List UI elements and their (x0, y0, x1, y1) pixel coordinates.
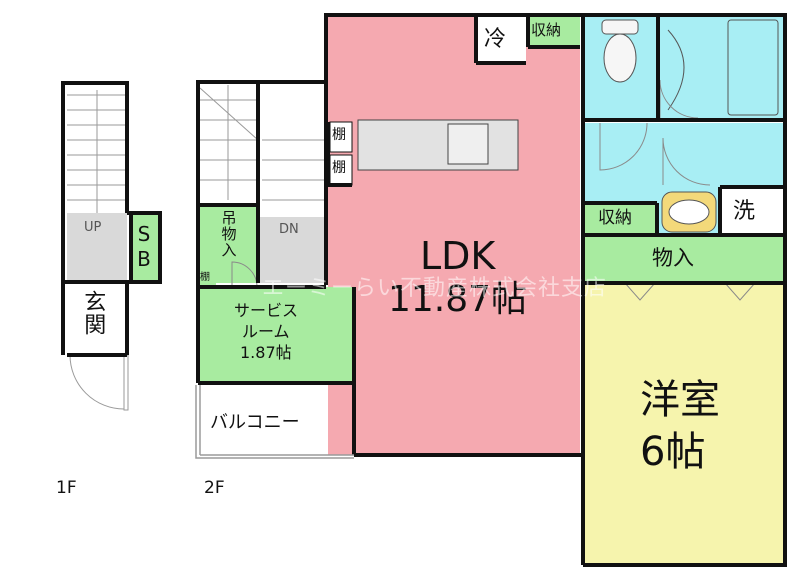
entrance-label: 玄関 (80, 290, 106, 336)
toilet-fixture (601, 19, 639, 83)
balcony-label: バルコニー (210, 412, 300, 433)
washer-box (720, 187, 785, 235)
storage-washroom-fill (583, 203, 657, 235)
shoe-box-label: SB (132, 222, 156, 272)
floor-label-1f: 1F (56, 478, 77, 498)
shelf-a-label: 棚 (332, 127, 346, 143)
storage-kitchen-label: 収納 (531, 21, 562, 39)
door-swings-2f (231, 79, 756, 301)
washbasin-fixture (661, 191, 717, 233)
bathtub-fixture (667, 19, 779, 116)
storage-kitchen-fill (528, 15, 580, 47)
stair-1f-treads (67, 90, 127, 213)
fridge-box (476, 15, 526, 63)
hanging-storage-label: 吊物入 (219, 210, 238, 258)
shelf-small-label: 棚 (200, 272, 210, 283)
shoebox-area (131, 213, 158, 281)
stair-1f-gray (67, 213, 127, 281)
shelf-small-fill (198, 270, 216, 287)
ldk-name: LDK (420, 234, 496, 278)
ldk-size: 11.87帖 (388, 279, 528, 320)
stair-up-label: UP (84, 220, 102, 235)
stair-2f-treads (198, 85, 326, 201)
service-room-size: 1.87帖 (240, 343, 292, 362)
fridge-label: 冷 (484, 27, 507, 52)
closet-label: 物入 (652, 246, 694, 270)
washer-label: 洗 (733, 199, 756, 224)
western-room-fill (583, 283, 785, 565)
service-room-name-1: サービス (234, 301, 299, 320)
balcony-outline (195, 385, 354, 459)
service-room-fill (198, 287, 354, 383)
walls-1f (61, 81, 162, 357)
entrance-door-swing (69, 354, 125, 410)
first-floor (61, 81, 162, 411)
closet-fill (583, 235, 785, 283)
western-room-name: 洋室 (640, 377, 720, 423)
bath-fill (660, 15, 785, 120)
kitchen-sink (447, 123, 489, 165)
western-room-size: 6帖 (640, 429, 706, 475)
ldk-fill (328, 15, 580, 455)
second-floor (195, 13, 787, 567)
stair-down-label: DN (279, 222, 299, 237)
floor-label-2f: 2F (204, 478, 225, 498)
stair-2f-gray (258, 217, 326, 283)
storage-washroom-label: 収納 (598, 208, 632, 228)
watermark-text: エーミーらい不動産株式会社支店 (262, 276, 608, 301)
walls-2f (196, 13, 787, 567)
service-room-name-2: ルーム (242, 322, 290, 341)
kitchen-counter (357, 119, 519, 171)
shelf-b-label: 棚 (332, 160, 346, 176)
